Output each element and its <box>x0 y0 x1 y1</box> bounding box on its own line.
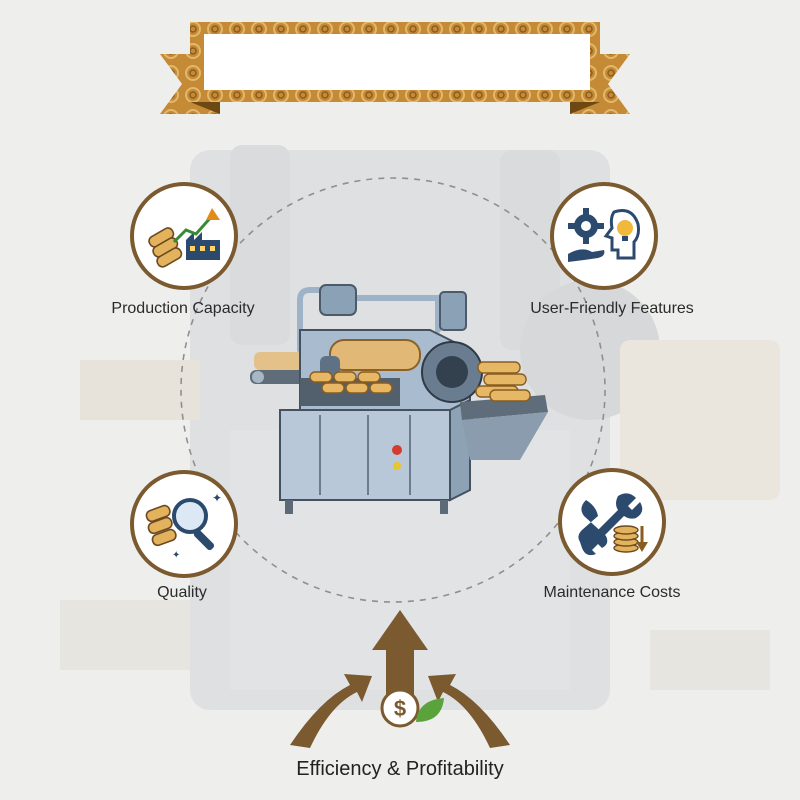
quality-node: ✦ ✦ <box>128 468 240 580</box>
title-banner <box>160 22 630 114</box>
gear-hand-lightbulb-head-icon <box>550 182 658 290</box>
user-friendly-label: User-Friendly Features <box>530 300 694 317</box>
rolls-chart-factory-icon <box>130 182 238 290</box>
svg-text:$: $ <box>394 696 406 721</box>
production-capacity-node <box>128 180 240 292</box>
dashed-cycle-ring <box>180 177 606 603</box>
left-conveyor <box>250 352 310 384</box>
svg-text:✦: ✦ <box>172 550 180 561</box>
wrench-coins-icon <box>558 468 666 576</box>
outcome-arrows-icon <box>290 610 510 748</box>
user-friendly-node <box>548 180 660 292</box>
rolls-magnifier-icon: ✦ ✦ <box>130 470 238 578</box>
leaf-icon <box>416 698 444 722</box>
quality-label: Quality <box>157 584 207 601</box>
production-capacity-label: Production Capacity <box>111 300 255 317</box>
outcome-label: Efficiency & Profitability <box>296 758 504 780</box>
dollar-coin-icon <box>380 688 420 728</box>
maintenance-label: Maintenance Costs <box>543 584 681 601</box>
right-conveyor <box>460 361 548 460</box>
maintenance-node <box>556 466 668 578</box>
machine-body <box>279 329 483 514</box>
svg-text:✦: ✦ <box>212 491 222 505</box>
machine-pipes <box>297 287 453 353</box>
